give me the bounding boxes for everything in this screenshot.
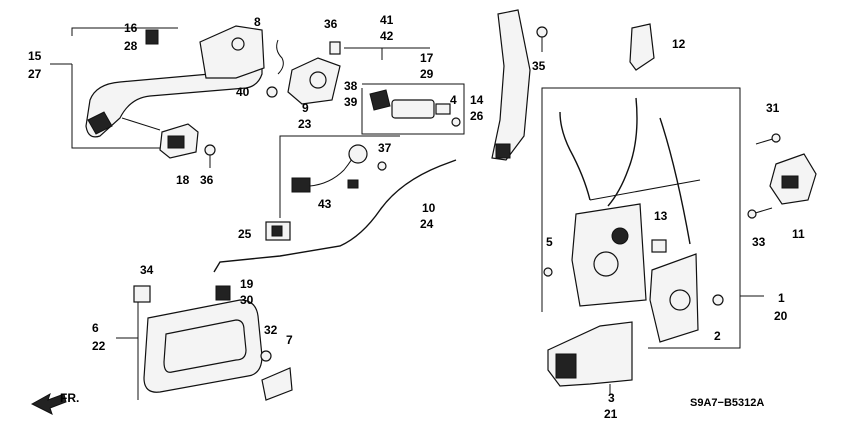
- label-25: 25: [238, 227, 252, 241]
- clip-25: [265, 221, 291, 241]
- front-direction-arrow: [30, 392, 67, 415]
- latch-assembly: [541, 87, 764, 349]
- direction-label: FR.: [60, 391, 79, 405]
- label-21: 21: [604, 407, 618, 421]
- label-36-bottom: 36: [200, 173, 214, 187]
- label-32: 32: [264, 323, 278, 337]
- label-3: 3: [608, 391, 615, 405]
- handle-base-18: [159, 123, 216, 168]
- label-7: 7: [286, 333, 293, 347]
- label-23: 23: [298, 117, 312, 131]
- wire-assembly: [279, 135, 400, 218]
- clip-16: [145, 29, 159, 45]
- outer-handle-assembly: [50, 25, 284, 149]
- label-13: 13: [654, 209, 668, 223]
- cap-12: [629, 23, 655, 71]
- label-11: 11: [792, 227, 805, 241]
- label-30: 30: [240, 293, 254, 307]
- label-20: 20: [774, 309, 788, 323]
- label-34: 34: [140, 263, 154, 277]
- label-24: 24: [420, 217, 434, 231]
- label-33: 33: [752, 235, 766, 249]
- label-41: 41: [380, 13, 394, 27]
- label-17: 17: [420, 51, 434, 65]
- label-22: 22: [92, 339, 106, 353]
- cylinder-assembly: [344, 47, 465, 135]
- label-14: 14: [470, 93, 484, 107]
- label-38: 38: [344, 79, 358, 93]
- striker-11: [769, 153, 817, 205]
- label-35: 35: [532, 59, 546, 73]
- label-39: 39: [344, 95, 358, 109]
- screw-35: [536, 26, 548, 52]
- label-9: 9: [302, 101, 309, 115]
- label-8: 8: [254, 15, 261, 29]
- label-19: 19: [240, 277, 254, 291]
- label-26: 26: [470, 109, 484, 123]
- label-16: 16: [124, 21, 138, 35]
- cover-9: [266, 41, 341, 105]
- label-4: 4: [450, 93, 457, 107]
- label-1: 1: [778, 291, 785, 305]
- diagram-code: S9A7−B5312A: [690, 397, 764, 409]
- actuator-3: [547, 321, 633, 394]
- label-6: 6: [92, 321, 99, 335]
- label-40: 40: [236, 85, 250, 99]
- label-12: 12: [672, 37, 686, 51]
- bolt-33: [747, 207, 773, 219]
- channel-14: [491, 9, 531, 161]
- inner-handle-assembly: [116, 285, 293, 401]
- label-43: 43: [318, 197, 332, 211]
- label-29: 29: [420, 67, 434, 81]
- label-5: 5: [546, 235, 553, 249]
- bolt-31: [755, 133, 781, 145]
- label-31: 31: [766, 101, 780, 115]
- label-15: 15: [28, 49, 42, 63]
- label-36-top: 36: [324, 17, 338, 31]
- label-28: 28: [124, 39, 138, 53]
- label-2: 2: [714, 329, 721, 343]
- label-10: 10: [422, 201, 436, 215]
- label-37: 37: [378, 141, 392, 155]
- label-27: 27: [28, 67, 42, 81]
- label-18: 18: [176, 173, 190, 187]
- label-42: 42: [380, 29, 394, 43]
- rod-10: [213, 159, 457, 273]
